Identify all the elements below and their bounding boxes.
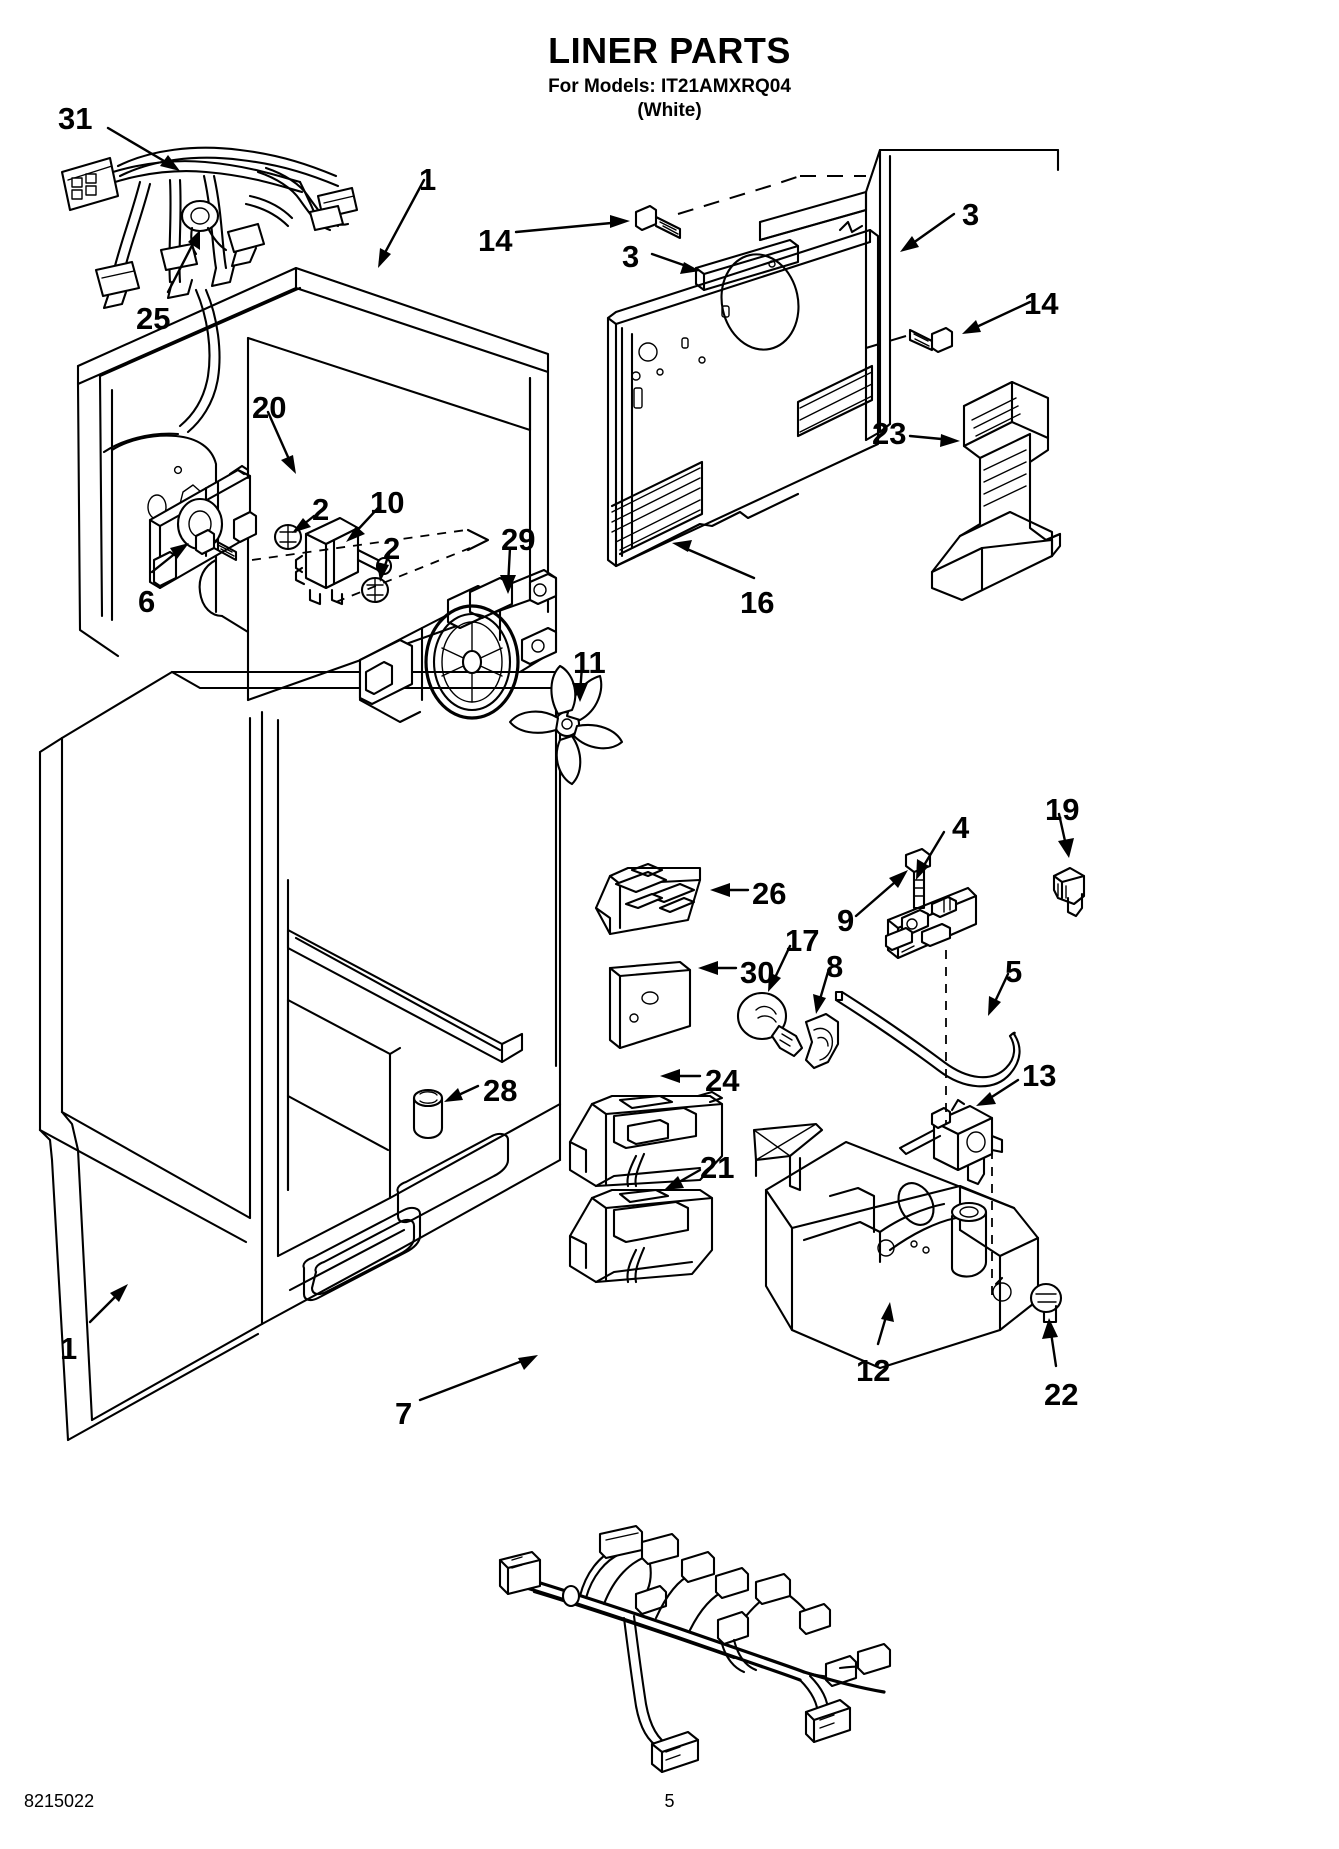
liner-cabinet-lower-art: [38, 670, 562, 1442]
callout-29: 29: [501, 522, 536, 557]
cap-plug-art: [1029, 1282, 1063, 1324]
callout-1-upper: 1: [419, 162, 437, 197]
alignment-dash-3: [865, 335, 907, 349]
terminal-block-art: [1052, 866, 1086, 918]
wire-harness-upper-art: [60, 146, 359, 310]
callout-2-b: 2: [383, 531, 401, 566]
model-line: For Models: IT21AMXRQ04: [548, 76, 791, 97]
liner-cabinet-upper-art: [76, 266, 550, 702]
callout-30: 30: [740, 955, 775, 990]
callout-9: 9: [837, 903, 855, 938]
callout-4: 4: [952, 810, 970, 845]
plug-button-art: [412, 1088, 444, 1140]
callout-20: 20: [252, 390, 287, 425]
callout-1-lower: 1: [60, 1331, 78, 1366]
alignment-dash-1: [677, 175, 801, 215]
callout-31: 31: [58, 101, 93, 136]
callout-21: 21: [700, 1150, 735, 1185]
fan-blade-art: [508, 664, 624, 786]
document-code: 8215022: [24, 1791, 95, 1811]
ice-container-upper-art: [568, 1090, 724, 1188]
ice-container-lower-art: [568, 1188, 714, 1284]
air-duct-tower-art: [930, 380, 1062, 602]
screw-6-art: [194, 528, 238, 562]
alignment-dash-interior-2: [335, 547, 471, 603]
trim-breaker-right-art: [758, 148, 1060, 442]
light-shield-assembly-art: [594, 862, 702, 936]
screw-board-art: [904, 847, 932, 910]
callout-19: 19: [1045, 792, 1080, 827]
drain-pan-art: [764, 1140, 1040, 1370]
callout-23: 23: [872, 416, 907, 451]
wedge-bracket-art: [752, 1122, 824, 1192]
water-tube-art: [834, 990, 1021, 1088]
fan-shroud-art: [358, 568, 558, 724]
page-number: 5: [664, 1791, 675, 1811]
callout-22: 22: [1044, 1377, 1079, 1412]
light-socket-bracket-art: [148, 464, 258, 590]
callout-24: 24: [705, 1063, 740, 1098]
callout-12: 12: [856, 1353, 891, 1388]
callout-2-a: 2: [312, 492, 330, 527]
water-valve-switch-art: [898, 1098, 1004, 1186]
callout-16: 16: [740, 585, 775, 620]
callout-14-b: 14: [1024, 286, 1059, 321]
screw-14a-art: [634, 204, 682, 240]
callout-26: 26: [752, 876, 787, 911]
callout-14-a: 14: [478, 223, 513, 258]
clip-retainer-art: [804, 1012, 840, 1070]
callout-28: 28: [483, 1073, 518, 1108]
rear-panel-art: [606, 228, 880, 568]
callout-8: 8: [826, 949, 844, 984]
color-note: (White): [637, 100, 702, 121]
light-bulb-art: [736, 991, 804, 1058]
callout-3-a: 3: [622, 239, 640, 274]
screw-14b-art: [908, 326, 954, 354]
control-board-art: [884, 886, 978, 960]
callout-7: 7: [395, 1396, 413, 1431]
callout-5: 5: [1005, 954, 1023, 989]
callout-25: 25: [136, 301, 171, 336]
leader-lines: [88, 126, 1074, 1402]
callout-6: 6: [138, 584, 156, 619]
alignment-dash-interior: [251, 529, 467, 561]
callout-3-b: 3: [962, 197, 980, 232]
page-title: LINER PARTS: [548, 30, 791, 71]
callout-17: 17: [785, 923, 820, 958]
callout-13: 13: [1022, 1058, 1057, 1093]
callout-10: 10: [370, 485, 405, 520]
wire-harness-lower-art: [498, 1524, 892, 1774]
callout-11: 11: [573, 645, 606, 680]
cover-plate-art: [608, 960, 692, 1050]
